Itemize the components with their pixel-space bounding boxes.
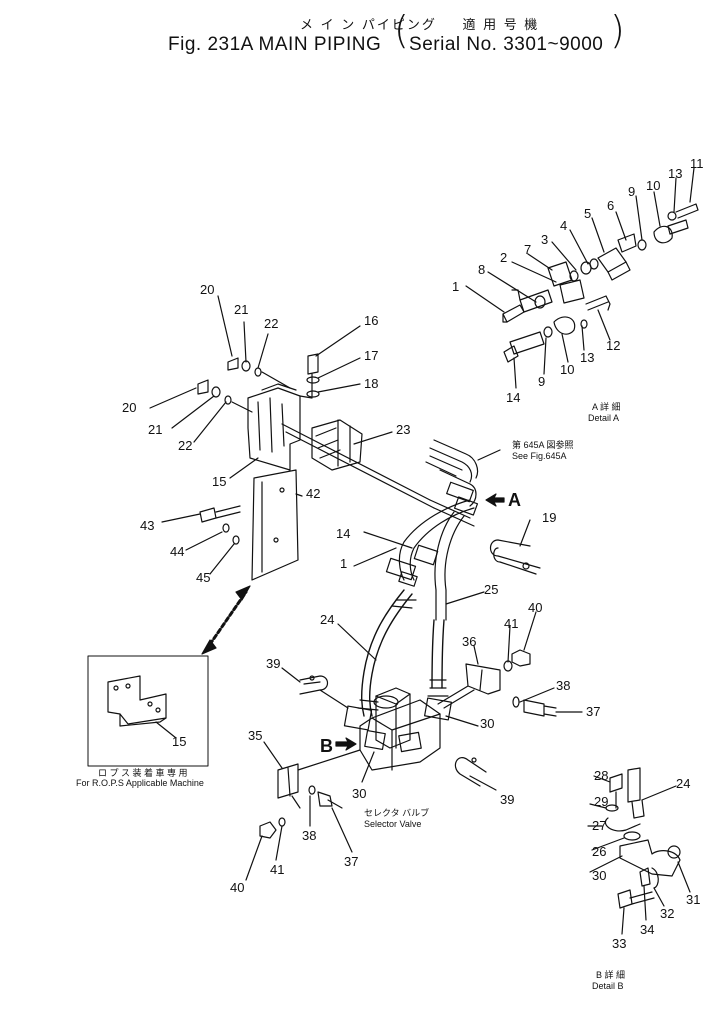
callout-32: 32 [660,906,674,921]
arrow-b-label: B [320,736,333,756]
figure-title-text: Fig. 231A MAIN PIPING [168,34,382,55]
callout-30-b: 30 [592,868,606,883]
callout-9a: 9 [628,184,635,199]
callout-22a: 22 [264,316,278,331]
callout-41b: 41 [270,862,284,877]
callout-16: 16 [364,313,378,328]
rops-inset-drawing [87,655,209,767]
callout-24: 24 [320,612,334,627]
callout-19: 19 [542,510,556,525]
detail-a-caption-jp: A 詳 細 [592,401,621,412]
callout-35: 35 [248,728,262,743]
serial-jp: 適 用 号 機 [462,17,540,32]
callout-33: 33 [612,936,626,951]
callout-45: 45 [196,570,210,585]
callout-13b: 13 [580,350,594,365]
callout-44: 44 [170,544,184,559]
callout-31: 31 [686,892,700,907]
callout-43: 43 [140,518,154,533]
callout-38b: 38 [302,828,316,843]
callout-3: 3 [541,232,548,247]
callout-38a: 38 [556,678,570,693]
callout-21b: 21 [148,422,162,437]
main-assembly-drawing [149,295,583,881]
callout-40a: 40 [528,600,542,615]
open-paren: ( [394,8,409,52]
callout-15-rops: 15 [172,734,186,749]
selector-valve-jp: セレクタ バルブ [364,807,429,818]
callout-22b: 22 [178,438,192,453]
callout-2: 2 [500,250,507,265]
callout-20b: 20 [122,400,136,415]
detail-a-drawing [502,203,699,363]
callout-42: 42 [306,486,320,501]
callout-25: 25 [484,582,498,597]
serial-range: Serial No. 3301~9000 [409,34,604,55]
callout-15: 15 [212,474,226,489]
callout-26: 26 [592,844,606,859]
callout-10b: 10 [560,362,574,377]
callout-8: 8 [478,262,485,277]
detail-b-caption-jp: B 詳 細 [596,969,625,980]
callout-9b: 9 [538,374,545,389]
close-paren: ) [610,8,625,52]
callout-11: 11 [690,156,704,171]
callout-6: 6 [607,198,614,213]
callout-18: 18 [364,376,378,391]
callout-27: 27 [592,818,606,833]
detail-b-drawing [587,767,691,935]
callout-1-main: 1 [340,556,347,571]
callout-12: 12 [606,338,620,353]
detail-a-leaders [465,167,695,389]
callout-34: 34 [640,922,654,937]
selector-valve-en: Selector Valve [364,819,421,829]
arrow-a-label: A [508,490,521,510]
callout-36: 36 [462,634,476,649]
callout-28: 28 [594,768,608,783]
callout-21a: 21 [234,302,248,317]
callout-1: 1 [452,279,459,294]
callout-41a: 41 [504,616,518,631]
see-fig-jp: 第 645A 図参照 [512,439,574,450]
title-jp-main: メ イ ン パイピング [300,17,437,32]
callout-17: 17 [364,348,378,363]
figure-title: Fig. 231A MAIN PIPING Serial No. 3301~90… [168,34,603,56]
callout-14: 14 [336,526,350,541]
detail-a-caption-en: Detail A [588,413,619,423]
rops-caption-en: For R.O.P.S Applicable Machine [76,778,204,788]
callout-37a: 37 [586,704,600,719]
detail-b-caption-en: Detail B [592,981,624,991]
callout-30b: 30 [352,786,366,801]
callout-29: 29 [594,794,608,809]
callout-40b: 40 [230,880,244,895]
callout-10a: 10 [646,178,660,193]
callout-24b: 24 [676,776,690,791]
see-fig-en: See Fig.645A [512,451,567,461]
callout-13a: 13 [668,166,682,181]
title-japanese: メ イ ン パイピング 適 用 号 機 [300,14,539,33]
callout-5: 5 [584,206,591,221]
callout-39a: 39 [266,656,280,671]
callout-37b: 37 [344,854,358,869]
callout-20a: 20 [200,282,214,297]
callout-4: 4 [560,218,567,233]
callout-30a: 30 [480,716,494,731]
rops-caption-jp: ロ プ ス 装 着 車 専 用 [98,767,188,778]
callout-14a: 14 [506,390,520,405]
callout-23: 23 [396,422,410,437]
callout-39b: 39 [500,792,514,807]
callout-7: 7 [524,242,531,257]
